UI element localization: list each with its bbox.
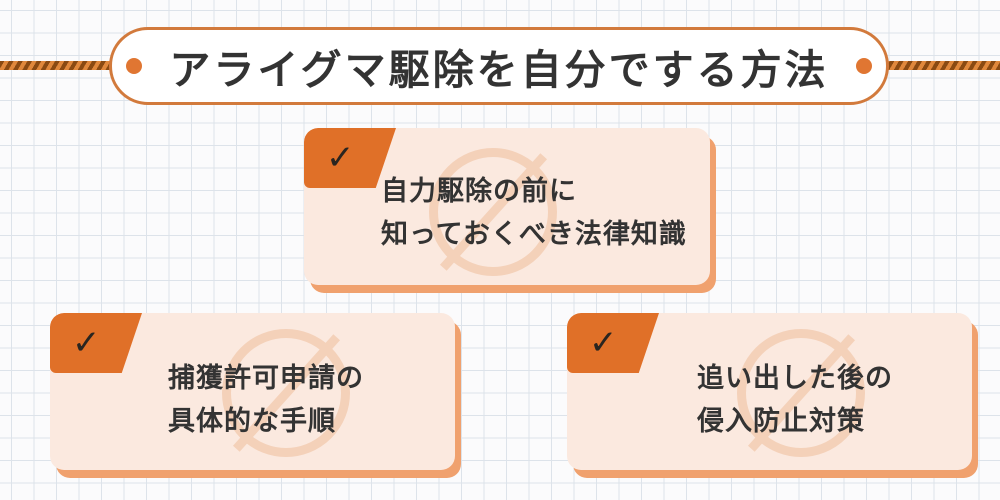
card-text: 自力駆除の前に 知っておくべき法律知識 [381, 170, 687, 256]
card-line-2: 知っておくべき法律知識 [381, 219, 687, 250]
card-line-2: 具体的な手順 [168, 406, 336, 437]
checkmark-icon: ✓ [72, 323, 101, 363]
card-line-2: 侵入防止対策 [697, 406, 865, 437]
card-text: 捕獲許可申請の 具体的な手順 [168, 357, 364, 443]
decorative-rope-left [0, 61, 110, 70]
decorative-rope-right [888, 61, 1000, 70]
card-body: ✓ 追い出した後の 侵入防止対策 [567, 313, 972, 470]
card-text: 追い出した後の 侵入防止対策 [697, 357, 893, 443]
card-line-1: 捕獲許可申請の [168, 363, 364, 394]
check-badge: ✓ [304, 128, 396, 188]
card-capture-permit: ✓ 捕獲許可申請の 具体的な手順 [50, 313, 461, 478]
card-legal-knowledge: ✓ 自力駆除の前に 知っておくべき法律知識 [304, 128, 716, 293]
card-body: ✓ 自力駆除の前に 知っておくべき法律知識 [304, 128, 710, 285]
checkmark-icon: ✓ [326, 138, 355, 178]
card-line-1: 追い出した後の [697, 363, 893, 394]
page-title: アライグマ駆除を自分でする方法 [169, 46, 829, 94]
card-line-1: 自力駆除の前に [381, 176, 577, 207]
checkmark-icon: ✓ [589, 323, 618, 363]
dot-icon-right [856, 58, 872, 74]
prohibited-icon [222, 329, 350, 457]
check-badge: ✓ [567, 313, 659, 373]
dot-icon-left [126, 58, 142, 74]
card-intrusion-prevention: ✓ 追い出した後の 侵入防止対策 [567, 313, 978, 478]
check-badge: ✓ [50, 313, 142, 373]
title-banner: アライグマ駆除を自分でする方法 [109, 27, 889, 105]
card-body: ✓ 捕獲許可申請の 具体的な手順 [50, 313, 455, 470]
prohibited-icon [737, 329, 865, 457]
prohibited-icon [429, 148, 557, 276]
